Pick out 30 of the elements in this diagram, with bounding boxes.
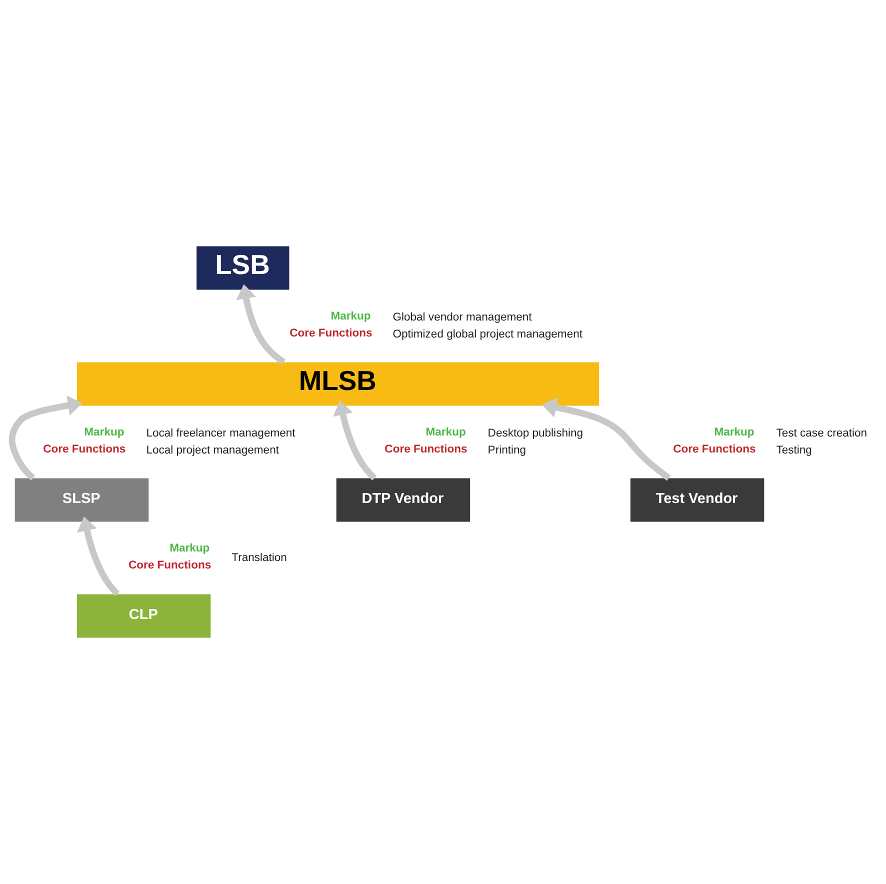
label: Markup [330, 310, 371, 323]
label: Markup [714, 426, 754, 439]
arrow [236, 284, 286, 365]
arrow [8, 395, 82, 481]
node-box: DTP Vendor [336, 478, 470, 522]
label: Core Functions [43, 444, 126, 456]
label: Printing [488, 444, 526, 456]
arrow [542, 397, 671, 481]
label: Core Functions [128, 560, 212, 572]
node-box: Test Vendor [630, 478, 764, 522]
label: Core Functions [673, 444, 756, 456]
label: Core Functions [290, 328, 372, 340]
label: Global vendor management [392, 312, 532, 324]
label: Core Functions [384, 444, 468, 456]
label: Optimized global project management [392, 328, 582, 340]
label: Local freelancer management [146, 428, 296, 440]
node-box: CLP [76, 594, 211, 638]
node-box: MLSB [76, 362, 599, 406]
label: Translation [232, 552, 287, 564]
label: Markup [170, 542, 210, 555]
label: Local project management [146, 444, 279, 456]
label: Markup [426, 426, 466, 439]
node-box: SLSP [14, 478, 149, 522]
arrow [77, 516, 120, 596]
arrow [332, 400, 377, 481]
label: Markup [84, 426, 124, 439]
node-box: LSB [196, 246, 290, 290]
label: Testing [776, 444, 812, 456]
label: Test case creation [776, 428, 868, 440]
label: Desktop publishing [488, 428, 584, 440]
